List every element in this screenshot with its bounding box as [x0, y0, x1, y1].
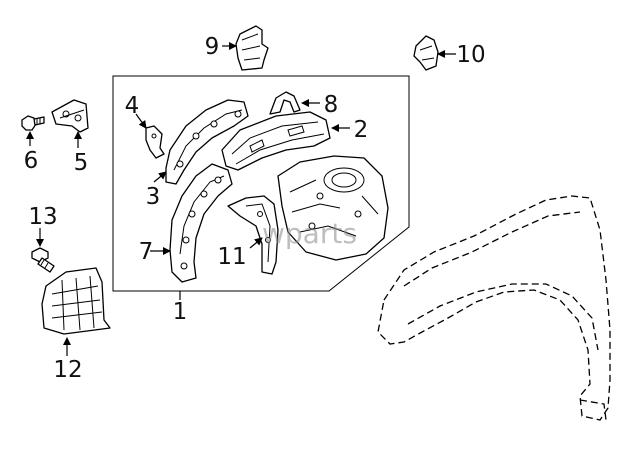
callout-3: 3 — [146, 184, 161, 210]
callout-11: 11 — [217, 244, 246, 270]
callout-5: 5 — [74, 150, 89, 176]
assembly-outline-box — [112, 75, 410, 292]
part-12-liner — [41, 267, 111, 335]
callout-1: 1 — [173, 299, 188, 325]
callout-9: 9 — [205, 34, 220, 60]
fender-outline-dashed — [377, 195, 611, 421]
watermark: wparts — [262, 217, 357, 250]
part-7-lower-apron — [169, 163, 233, 283]
leader-4 — [135, 113, 147, 129]
leader-3 — [153, 171, 167, 183]
part-6-bolt — [21, 115, 45, 131]
inner-apron-panel — [277, 155, 389, 261]
part-8-clip — [269, 91, 301, 115]
callout-4: 4 — [125, 93, 140, 119]
callout-10: 10 — [456, 42, 485, 68]
callout-8: 8 — [324, 92, 339, 118]
part-10-clip — [413, 35, 439, 71]
part-11-brace — [227, 195, 279, 275]
callout-13: 13 — [28, 204, 57, 230]
part-2-upper-rail — [221, 111, 331, 171]
part-13-bolt — [31, 247, 55, 273]
part-9-clip — [235, 25, 269, 71]
callout-6: 6 — [24, 148, 39, 174]
part-3-reinforcement — [165, 99, 249, 185]
callout-12: 12 — [53, 357, 82, 383]
part-5-bracket — [51, 99, 89, 133]
part-4-bracket — [145, 125, 165, 159]
callout-2: 2 — [354, 117, 369, 143]
leader-11 — [249, 237, 263, 249]
callout-7: 7 — [139, 239, 154, 265]
